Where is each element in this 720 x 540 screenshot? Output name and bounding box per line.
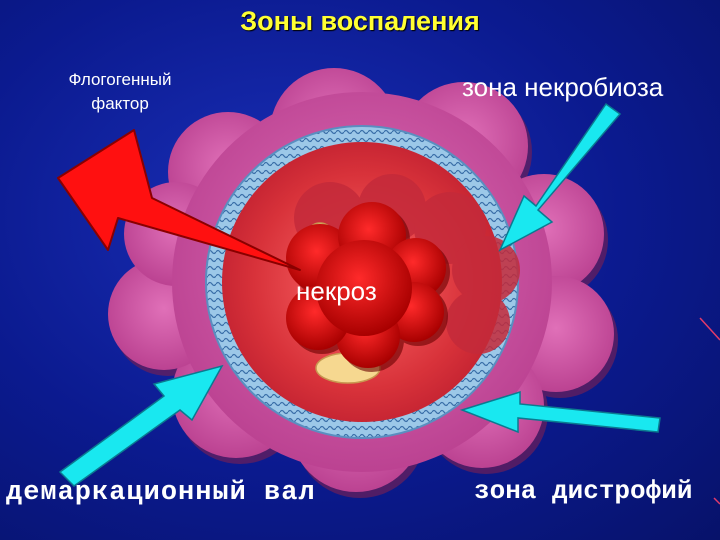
necrosis-label: некроз [296,276,377,306]
page-title: Зоны воспаления [240,6,480,36]
dystrophy-arrow [459,390,661,434]
necrosis-core [286,202,450,372]
necrobiosis-zone-label: зона некробиоза [462,72,664,102]
arrows [58,102,661,487]
demarcation-arrow [58,364,224,487]
dystrophy-zone-label: зона дистрофий [474,476,693,506]
phlogogenic-bolt [57,129,301,271]
edge-lines [699,317,720,505]
demarcation-line-label: демаркационный вал [6,478,316,508]
phlogogenic-factor-label: Флогогенный фактор [68,70,172,113]
necrobiosis-arrow [498,102,622,252]
